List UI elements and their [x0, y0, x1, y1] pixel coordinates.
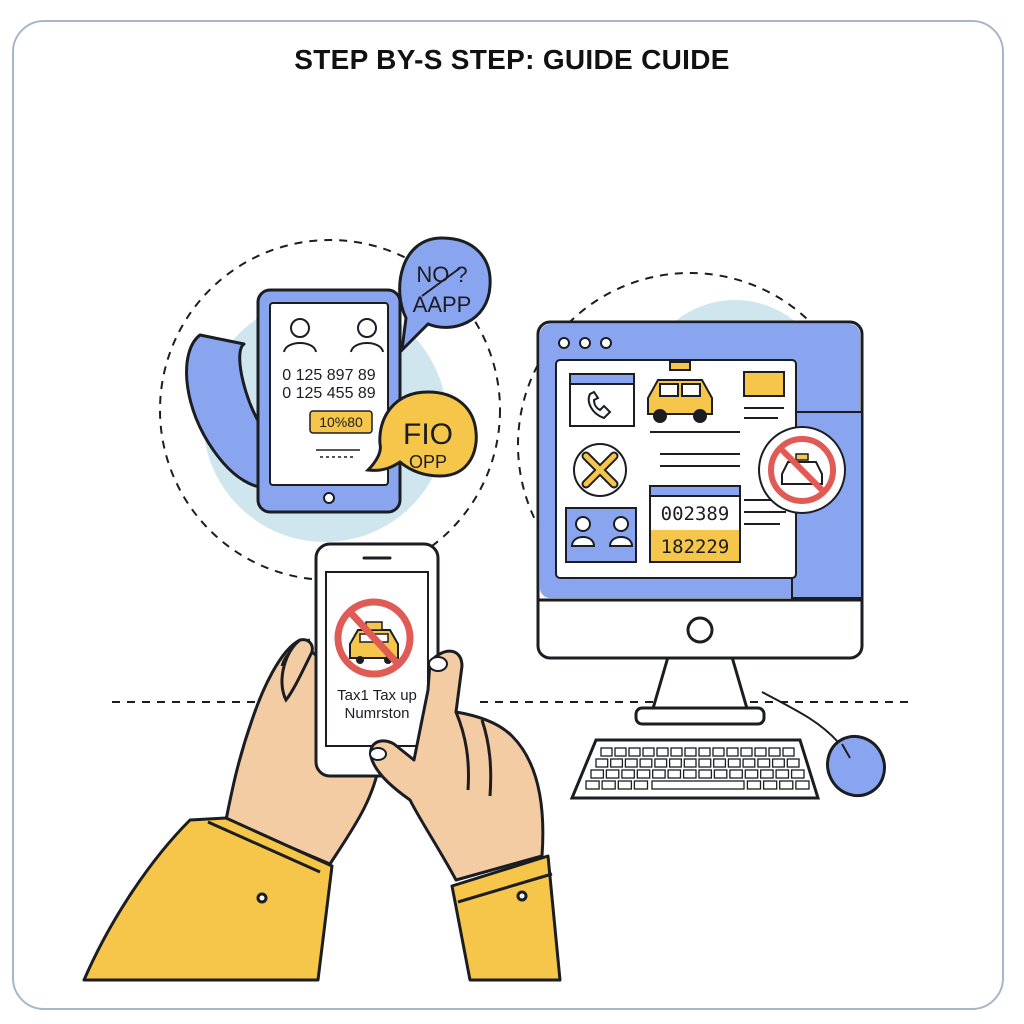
keyboard-key [654, 758, 668, 768]
keyboard-key [726, 747, 739, 757]
keyboard-key [656, 747, 669, 757]
mouse [826, 734, 886, 798]
keyboard-key [760, 769, 774, 779]
cancel-icon [573, 443, 627, 497]
contact-icon [283, 318, 317, 353]
no-taxi-icon [758, 426, 846, 514]
keyboard-key [775, 769, 790, 779]
bubble-blue-line-1: NO ? [416, 262, 467, 287]
phone-icon [587, 390, 612, 420]
keyboard-key [754, 747, 767, 757]
keyboard-key [762, 780, 778, 790]
keyboard-key [617, 780, 633, 790]
keyboard-spacebar [651, 780, 745, 790]
keyboard-key [698, 769, 713, 779]
keyboard-key [698, 758, 712, 768]
keyboard-key [600, 747, 613, 757]
keyboard-key [779, 780, 794, 790]
keyboard-key [684, 747, 697, 757]
mouse-cable [761, 691, 839, 743]
keyboard-key [595, 758, 609, 768]
keyboard-key [639, 758, 653, 768]
keyboard-key [605, 769, 620, 779]
keyboard-key [698, 747, 711, 757]
keyboard-key [670, 747, 683, 757]
page-title: STEP BY-S STEP: GUIDE CUIDE [294, 44, 730, 75]
keyboard-key [744, 769, 759, 779]
keyboard-key [668, 758, 682, 768]
keyboard-key [786, 758, 800, 768]
keyboard-key [667, 769, 682, 779]
keyboard-key [782, 747, 795, 757]
keyboard-key [742, 758, 756, 768]
keyboard-key [636, 769, 651, 779]
keyboard-key [652, 769, 666, 779]
left-thumb [280, 638, 314, 703]
speech-bubble-blue: NO ? AAPP [398, 236, 492, 355]
monitor-code-1: 002389 [661, 503, 730, 525]
keyboard-key [590, 769, 605, 779]
scribble-lines [316, 449, 360, 458]
monitor-code-2: 182229 [661, 536, 730, 558]
keyboard-key [757, 758, 771, 768]
tablet-number-1: 0 125 897 89 [282, 367, 376, 384]
keyboard-key [585, 780, 600, 790]
smartphone: Tax1 Tax up Numrston [314, 542, 440, 778]
tablet-badge: 10%80 [319, 414, 363, 430]
bubble-blue-line-2: AAPP [413, 292, 472, 317]
keyboard-key [712, 747, 725, 757]
speech-bubble-yellow: FIO OPP [364, 390, 478, 478]
keyboard-key [621, 769, 635, 779]
phone-text-line-1: Tax1 Tax up [337, 687, 417, 704]
keyboard-key [795, 780, 810, 790]
keyboard-key [713, 758, 727, 768]
right-hand [369, 649, 562, 982]
bubble-yellow-line-1: FIO [403, 418, 453, 451]
keyboard-key [740, 747, 753, 757]
keyboard-key [771, 758, 785, 768]
keyboard-key [628, 747, 641, 757]
keyboard-key [633, 780, 649, 790]
keyboard-key [624, 758, 638, 768]
desktop-monitor: 002389 182229 [536, 320, 864, 726]
bubble-yellow-line-2: OPP [409, 452, 447, 472]
taxi-icon [647, 361, 713, 423]
keyboard [569, 738, 821, 800]
keyboard-key [790, 769, 805, 779]
keyboard-key [682, 769, 697, 779]
keyboard-key [768, 747, 781, 757]
keyboard-keys [585, 747, 810, 790]
contact-icon [350, 318, 384, 353]
no-taxi-icon [334, 598, 414, 678]
keyboard-key [614, 747, 627, 757]
keyboard-key [642, 747, 655, 757]
tablet-device: 0 125 897 89 0 125 455 89 10%80 [256, 288, 402, 514]
keyboard-key [727, 758, 741, 768]
keyboard-key [729, 769, 743, 779]
tablet-number-2: 0 125 455 89 [282, 385, 376, 402]
keyboard-key [683, 758, 697, 768]
keyboard-key [746, 780, 762, 790]
users-icon [570, 516, 634, 547]
keyboard-key [601, 780, 616, 790]
phone-text-line-2: Numrston [344, 705, 409, 722]
keyboard-key [610, 758, 624, 768]
keyboard-key [713, 769, 728, 779]
